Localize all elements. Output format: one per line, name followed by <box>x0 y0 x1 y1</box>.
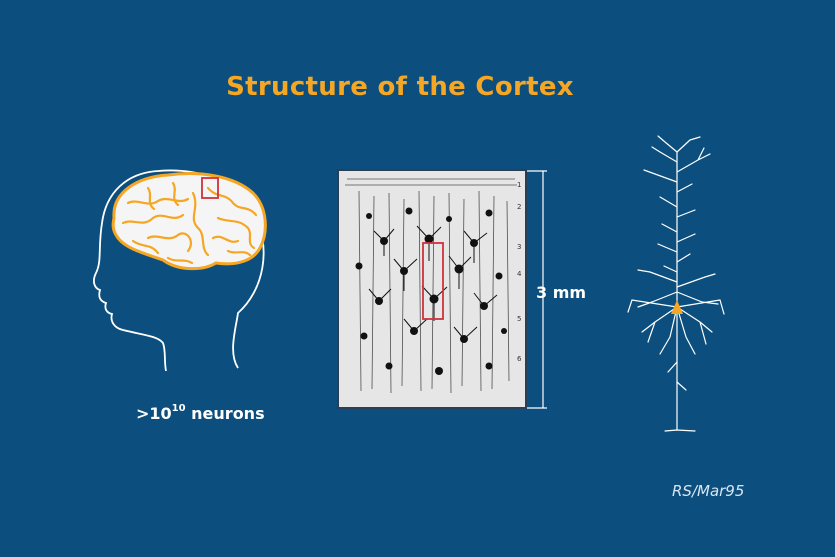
section-highlight-box <box>422 242 444 320</box>
cortex-section-drawing: 1 2 3 4 5 6 <box>345 178 522 394</box>
layer-numbers: 1 2 3 4 5 6 <box>517 181 522 363</box>
neuron-count-label: >1010 neurons <box>136 402 265 423</box>
neuron-somata <box>355 207 507 375</box>
brain-folds <box>121 181 258 265</box>
cortex-section-panel: 1 2 3 4 5 6 <box>337 169 527 409</box>
layer-4-label: 4 <box>517 270 522 278</box>
neuron-dendrites <box>368 225 498 340</box>
layer-1-label: 1 <box>517 181 521 189</box>
neuron-dendrite-tree <box>627 135 725 432</box>
head-brain-illustration <box>93 169 267 372</box>
brain-highlight-box <box>201 177 219 199</box>
layer-5-label: 5 <box>517 315 521 323</box>
credit-label: RS/Mar95 <box>672 482 745 500</box>
pyramidal-neuron-illustration <box>627 135 725 432</box>
thickness-scale-bracket <box>527 170 547 409</box>
thickness-label: 3 mm <box>536 283 587 302</box>
neuron-soma <box>671 300 683 314</box>
slide-title: Structure of the Cortex <box>226 72 574 102</box>
layer-2-label: 2 <box>517 203 521 211</box>
layer-3-label: 3 <box>517 243 521 251</box>
cortical-fibers <box>345 178 517 394</box>
layer-6-label: 6 <box>517 355 522 363</box>
